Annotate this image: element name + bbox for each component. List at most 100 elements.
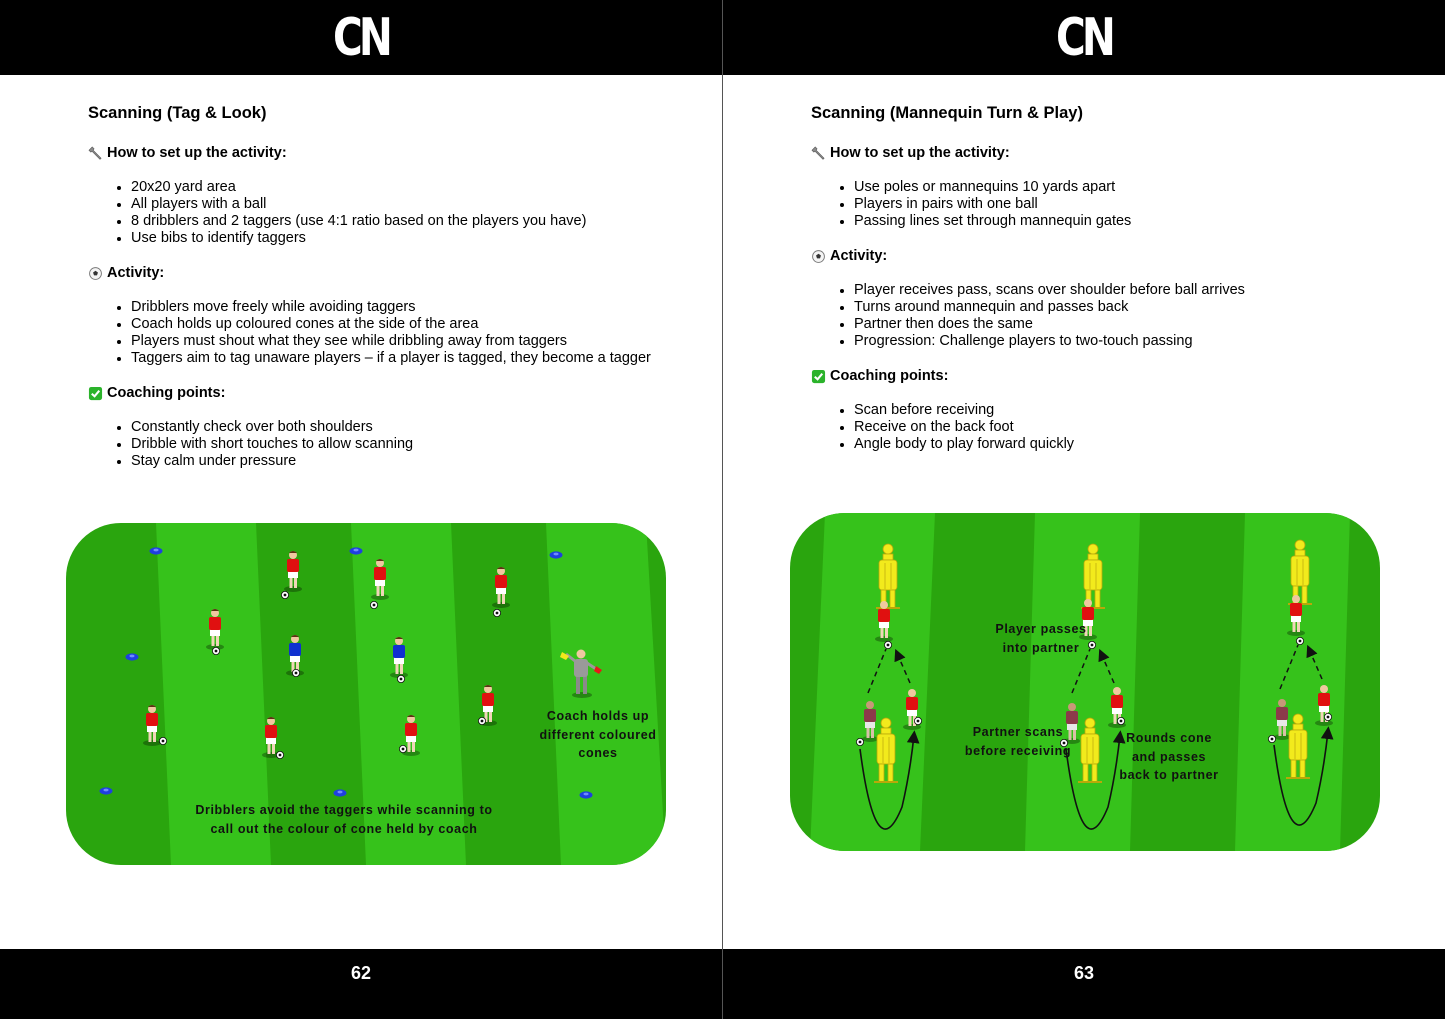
soccer-ball-icon: [812, 249, 825, 263]
activity-list: Dribblers move freely while avoiding tag…: [88, 299, 668, 367]
wrench-icon: [811, 146, 825, 160]
coaching-list: Constantly check over both shoulders Dri…: [88, 419, 668, 470]
page-title: Scanning (Tag & Look): [88, 104, 267, 122]
ball: [396, 674, 406, 684]
list-item: Turns around mannequin and passes back: [854, 299, 1391, 316]
page-number: 62: [350, 963, 372, 983]
ball: [1295, 636, 1305, 646]
run-path: [859, 730, 920, 830]
run-path: [1273, 726, 1334, 826]
list-item: Scan before receiving: [854, 402, 1391, 419]
list-item: Dribble with short touches to allow scan…: [131, 436, 668, 453]
list-item: Players must shout what they see while d…: [131, 333, 668, 350]
scans-label: Partner scans before receiving: [964, 725, 1072, 758]
page-title: Scanning (Mannequin Turn & Play): [811, 104, 1083, 122]
list-item: Player receives pass, scans over shoulde…: [854, 282, 1391, 299]
checkmark-icon: [811, 369, 826, 383]
ball: [1087, 640, 1097, 650]
setup-heading-text: How to set up the activity:: [107, 145, 287, 161]
cn-logo: CN: [1056, 8, 1116, 68]
list-item: All players with a ball: [131, 196, 668, 213]
ball: [883, 640, 893, 650]
page-content: Scanning (Tag & Look) How to set up the …: [88, 104, 668, 488]
page-header: CN: [723, 0, 1445, 75]
coaching-heading: Coaching points:: [811, 368, 1391, 384]
pitch-illustration: [66, 523, 666, 865]
page-left: CN Scanning (Tag & Look) How to set up t…: [0, 0, 722, 1019]
soccer-ball-icon: [89, 266, 102, 280]
activity-heading-text: Activity:: [830, 248, 888, 264]
cone: [125, 653, 139, 661]
cone: [349, 547, 363, 555]
coaching-heading-text: Coaching points:: [830, 368, 949, 384]
ball: [158, 736, 168, 746]
list-item: Players in pairs with one ball: [854, 196, 1391, 213]
list-item: Angle body to play forward quickly: [854, 436, 1391, 453]
ball: [291, 668, 301, 678]
tag-look-pitch-diagram: Coach holds up different coloured cones …: [66, 523, 666, 865]
activity-heading: Activity:: [811, 248, 1391, 264]
ball: [369, 600, 379, 610]
checkmark-icon: [88, 386, 103, 400]
ball: [477, 716, 487, 726]
list-item: Stay calm under pressure: [131, 453, 668, 470]
activity-list: Player receives pass, scans over shoulde…: [811, 282, 1391, 350]
pitch-illustration: [790, 513, 1380, 851]
ball: [211, 646, 221, 656]
page-number: 63: [1073, 963, 1095, 983]
page-footer: 63: [723, 949, 1445, 1019]
rounds-label: Rounds cone and passes back to partner: [1119, 731, 1219, 782]
cn-logo: CN: [333, 8, 393, 68]
coaching-list: Scan before receiving Receive on the bac…: [811, 402, 1391, 453]
pass-line: [867, 648, 887, 694]
list-item: Partner then does the same: [854, 316, 1391, 333]
coaching-heading-text: Coaching points:: [107, 385, 226, 401]
cone: [99, 787, 113, 795]
page-header: CN: [0, 0, 722, 75]
list-item: Progression: Challenge players to two-to…: [854, 333, 1391, 350]
setup-list: Use poles or mannequins 10 yards apart P…: [811, 179, 1391, 230]
list-item: 20x20 yard area: [131, 179, 668, 196]
ball: [1116, 716, 1126, 726]
ball: [280, 590, 290, 600]
page-content: Scanning (Mannequin Turn & Play) How to …: [811, 104, 1391, 471]
setup-heading: How to set up the activity:: [811, 145, 1391, 161]
setup-list: 20x20 yard area All players with a ball …: [88, 179, 668, 247]
activity-heading: Activity:: [88, 265, 668, 281]
list-item: Dribblers move freely while avoiding tag…: [131, 299, 668, 316]
list-item: 8 dribblers and 2 taggers (use 4:1 ratio…: [131, 213, 668, 230]
page-footer: 62: [0, 949, 722, 1019]
pass-line: [1306, 644, 1323, 680]
coach-label: Coach holds up different coloured cones: [539, 709, 657, 760]
ball: [492, 608, 502, 618]
list-item: Taggers aim to tag unaware players – if …: [131, 350, 668, 367]
coaching-heading: Coaching points:: [88, 385, 668, 401]
dribblers-label: Dribblers avoid the taggers while scanni…: [195, 803, 493, 836]
list-item: Use bibs to identify taggers: [131, 230, 668, 247]
list-item: Use poles or mannequins 10 yards apart: [854, 179, 1391, 196]
cone: [549, 551, 563, 559]
pass-line: [1098, 648, 1115, 684]
cone: [333, 789, 347, 797]
pass-line: [1071, 648, 1091, 694]
list-item: Constantly check over both shoulders: [131, 419, 668, 436]
ball: [1267, 734, 1277, 744]
mannequin-pitch-diagram: Player passes into partner Partner scans…: [790, 513, 1380, 851]
ball: [913, 716, 923, 726]
pass-line: [894, 648, 911, 684]
ball: [275, 750, 285, 760]
activity-heading-text: Activity:: [107, 265, 165, 281]
list-item: Receive on the back foot: [854, 419, 1391, 436]
setup-heading: How to set up the activity:: [88, 145, 668, 161]
cone: [149, 547, 163, 555]
page-divider: [722, 0, 723, 1019]
list-item: Coach holds up coloured cones at the sid…: [131, 316, 668, 333]
passes-label: Player passes into partner: [995, 622, 1087, 655]
pass-line: [1279, 644, 1299, 690]
wrench-icon: [88, 146, 102, 160]
coach-figure: [560, 649, 602, 698]
ball: [398, 744, 408, 754]
run-path: [1065, 730, 1126, 830]
list-item: Passing lines set through mannequin gate…: [854, 213, 1391, 230]
